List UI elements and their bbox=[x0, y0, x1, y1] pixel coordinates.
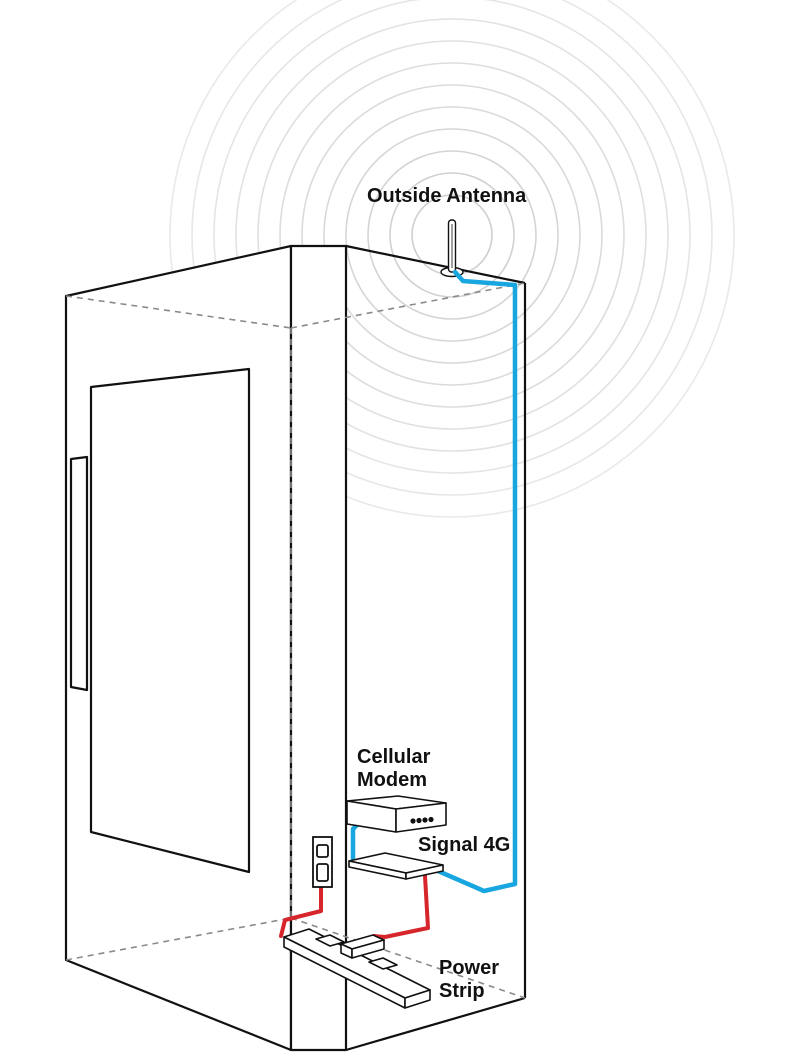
signal-ring bbox=[169, 0, 735, 518]
wall-outlet-icon bbox=[312, 836, 333, 888]
signal-ring bbox=[323, 106, 581, 364]
signal-ring bbox=[345, 128, 559, 342]
power-strip-icon bbox=[283, 928, 431, 1009]
signal-ring bbox=[213, 0, 691, 474]
cabinet-left-face bbox=[64, 244, 293, 1052]
signal-ring bbox=[279, 62, 625, 408]
label-power-strip-line2: Strip bbox=[439, 980, 485, 1002]
signal-ring bbox=[235, 18, 669, 452]
signal-waves bbox=[169, 0, 735, 518]
kiosk-cabinet bbox=[64, 244, 527, 1052]
label-outside-antenna: Outside Antenna bbox=[367, 185, 527, 207]
power-cable bbox=[279, 874, 430, 939]
label-cellular-modem-line1: Cellular bbox=[357, 746, 431, 768]
antenna-icon bbox=[440, 219, 464, 278]
cellular-modem-icon bbox=[346, 795, 447, 833]
hidden-edges bbox=[65, 282, 526, 999]
door-handle bbox=[69, 455, 89, 692]
signal-ring bbox=[389, 172, 515, 298]
cabinet-right-face bbox=[289, 244, 348, 1052]
label-power-strip-line1: Power bbox=[439, 957, 499, 979]
label-cellular-modem-line2: Modem bbox=[357, 769, 427, 791]
signal-ring bbox=[301, 84, 603, 386]
cabinet-bottom-edge bbox=[345, 996, 526, 1052]
signal-ring bbox=[367, 150, 537, 320]
kiosk-screen bbox=[89, 367, 251, 874]
label-signal-4g: Signal 4G bbox=[418, 834, 510, 856]
cabinet-top-edge bbox=[345, 244, 526, 285]
signal-ring bbox=[191, 0, 713, 496]
signal-ring bbox=[257, 40, 647, 430]
signal-booster-icon bbox=[348, 852, 444, 880]
